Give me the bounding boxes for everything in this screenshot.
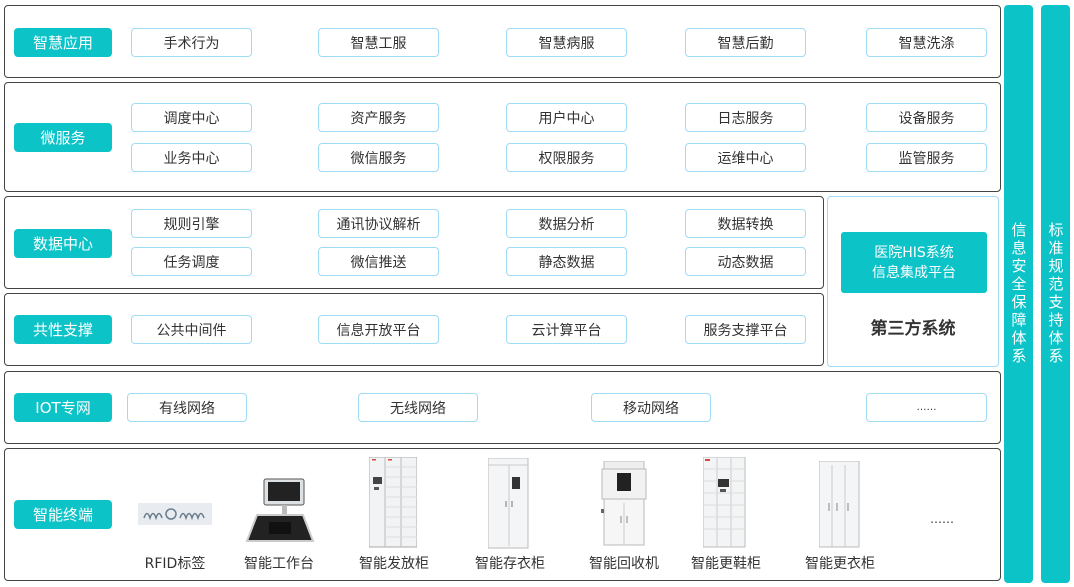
device-label-shoe-cabinet: 智能更鞋柜 — [691, 556, 761, 572]
box-wireless-network: 无线网络 — [358, 393, 478, 422]
box-wechat-push: 微信推送 — [318, 247, 439, 276]
rfid-tag-icon — [138, 503, 212, 525]
box-device-service: 设备服务 — [866, 103, 987, 132]
box-permission-service: 权限服务 — [506, 143, 627, 172]
layer-smart-app: 智慧应用 手术行为 智慧工服 智慧病服 智慧后勤 智慧洗涤 — [4, 5, 1001, 78]
third-party-system: 医院HIS系统 信息集成平台 第三方系统 — [827, 196, 999, 367]
dispensing-cabinet-icon — [369, 457, 417, 548]
layer-terminal: 智能终端 RFID标签 智能工作台 智能发放柜 — [4, 448, 1001, 581]
security-system-bar: 信息安全保障体系 — [1004, 5, 1033, 583]
tag-microservice: 微服务 — [14, 123, 112, 152]
box-protocol-parse: 通讯协议解析 — [318, 209, 439, 238]
box-dispatch-center: 调度中心 — [131, 103, 252, 132]
tag-smart-app: 智慧应用 — [14, 28, 112, 57]
workbench-icon — [245, 478, 315, 542]
box-ops-center: 运维中心 — [685, 143, 806, 172]
box-mobile-network: 移动网络 — [591, 393, 711, 422]
tag-iot: IOT专网 — [14, 393, 112, 422]
device-label-workbench: 智能工作台 — [244, 556, 314, 572]
box-log-service: 日志服务 — [685, 103, 806, 132]
box-smart-uniform: 智慧工服 — [318, 28, 439, 57]
more-devices: …… — [930, 512, 954, 526]
standards-system-bar: 标准规范支持体系 — [1041, 5, 1070, 583]
his-integration-platform: 医院HIS系统 信息集成平台 — [841, 232, 987, 293]
box-data-conversion: 数据转换 — [685, 209, 806, 238]
box-public-middleware: 公共中间件 — [131, 315, 252, 344]
layer-microservice: 微服务 调度中心 资产服务 用户中心 日志服务 设备服务 业务中心 微信服务 权… — [4, 82, 1001, 192]
his-line-1: 医院HIS系统 — [874, 244, 954, 261]
security-system-label: 信息安全保障体系 — [1009, 222, 1028, 366]
tag-common-support: 共性支撑 — [14, 315, 112, 344]
device-label-dispenser: 智能发放柜 — [359, 556, 429, 572]
box-user-center: 用户中心 — [506, 103, 627, 132]
box-cloud-platform: 云计算平台 — [506, 315, 627, 344]
shoe-cabinet-icon — [703, 457, 746, 548]
tag-data-center: 数据中心 — [14, 229, 112, 258]
box-smart-gown: 智慧病服 — [506, 28, 627, 57]
device-label-storage: 智能存衣柜 — [475, 556, 545, 572]
box-smart-laundry: 智慧洗涤 — [866, 28, 987, 57]
box-surgery-behavior: 手术行为 — [131, 28, 252, 57]
layer-common-support: 共性支撑 公共中间件 信息开放平台 云计算平台 服务支撑平台 — [4, 293, 824, 366]
box-smart-logistics: 智慧后勤 — [685, 28, 806, 57]
box-business-center: 业务中心 — [131, 143, 252, 172]
layer-data-center: 数据中心 规则引擎 通讯协议解析 数据分析 数据转换 任务调度 微信推送 静态数… — [4, 196, 824, 289]
tag-terminal: 智能终端 — [14, 500, 112, 529]
device-label-rfid: RFID标签 — [144, 556, 206, 572]
box-task-schedule: 任务调度 — [131, 247, 252, 276]
box-rule-engine: 规则引擎 — [131, 209, 252, 238]
device-label-changing-cabinet: 智能更衣柜 — [805, 556, 875, 572]
third-party-title: 第三方系统 — [870, 319, 956, 339]
his-line-2: 信息集成平台 — [872, 264, 956, 281]
box-service-platform: 服务支撑平台 — [685, 315, 806, 344]
recycling-machine-icon — [601, 461, 647, 546]
layer-iot: IOT专网 有线网络 无线网络 移动网络 …… — [4, 371, 1001, 444]
changing-cabinet-icon — [819, 461, 860, 548]
standards-system-label: 标准规范支持体系 — [1046, 222, 1065, 366]
box-asset-service: 资产服务 — [318, 103, 439, 132]
storage-cabinet-icon — [488, 458, 529, 549]
box-open-platform: 信息开放平台 — [318, 315, 439, 344]
box-data-analysis: 数据分析 — [506, 209, 627, 238]
box-static-data: 静态数据 — [506, 247, 627, 276]
device-label-recycler: 智能回收机 — [589, 556, 659, 572]
box-wechat-service: 微信服务 — [318, 143, 439, 172]
box-wired-network: 有线网络 — [127, 393, 247, 422]
box-supervision-service: 监管服务 — [866, 143, 987, 172]
box-more-networks: …… — [866, 393, 987, 422]
box-dynamic-data: 动态数据 — [685, 247, 806, 276]
